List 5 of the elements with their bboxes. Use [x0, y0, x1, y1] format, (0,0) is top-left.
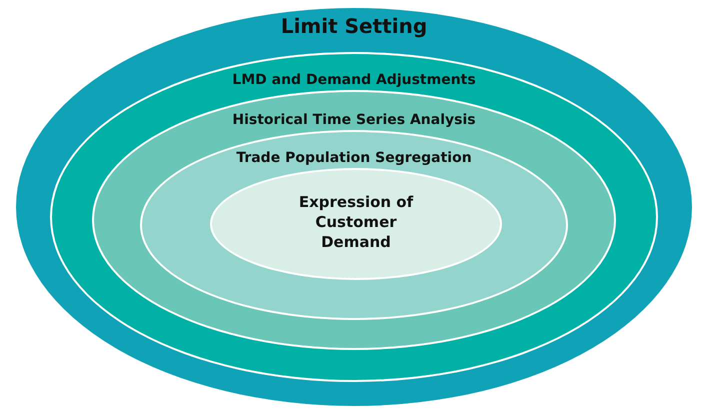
layer-label: Historical Time Series Analysis — [231, 112, 477, 128]
layer-label: Trade Population Segregation — [235, 150, 473, 166]
layer-label: Limit Setting — [280, 14, 428, 38]
layer-label: Expression of Customer Demand — [298, 192, 414, 252]
layer-label: LMD and Demand Adjustments — [231, 72, 477, 88]
